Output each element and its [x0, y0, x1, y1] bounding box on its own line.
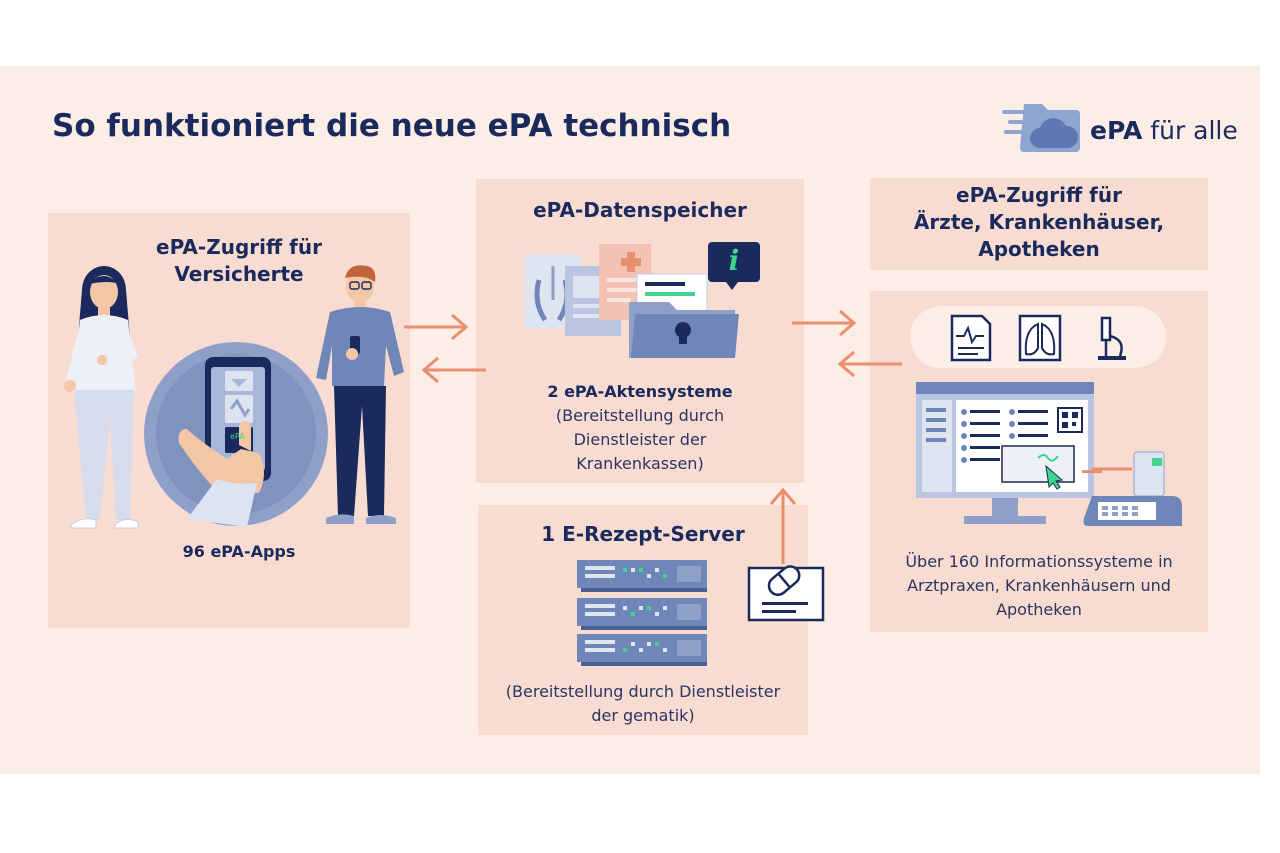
storage-caption-bold: 2 ePA-Aktensysteme [547, 382, 733, 401]
storage-caption-line3: Krankenkassen) [576, 454, 704, 473]
providers-caption-line3: Apotheken [996, 600, 1082, 619]
arrow-right-storage-to-providers-icon [792, 309, 857, 337]
info-glyph: i [728, 244, 740, 277]
page-title: So funktioniert die neue ePA technisch [52, 108, 732, 144]
erezept-caption: (Bereitstellung durch Dienstleister der … [478, 680, 808, 728]
erezept-caption-line2: der gematik) [591, 706, 695, 725]
providers-title-line1: ePA-Zugriff für [956, 183, 1122, 207]
prescription-icon [747, 565, 825, 622]
arrow-up-erezept-to-storage-icon [769, 487, 797, 564]
providers-caption: Über 160 Informationssysteme in Arztprax… [870, 550, 1208, 622]
storage-caption-line2: Dienstleister der [573, 430, 707, 449]
storage-title: ePA-Datenspeicher [533, 198, 747, 222]
microscope-icon [1098, 316, 1126, 360]
arrow-left-providers-to-storage-icon [837, 350, 902, 378]
erezept-caption-line1: (Bereitstellung durch Dienstleister [505, 682, 781, 701]
arrow-left-storage-to-insured-icon [421, 356, 486, 384]
computer-monitor-icon [916, 382, 1094, 524]
insured-title-line2: Versicherte [174, 262, 304, 286]
lungs-xray-icon [1018, 314, 1062, 362]
logo-brand: ePA [1090, 116, 1143, 145]
card-terminal-icon [1082, 451, 1182, 526]
info-icon [708, 242, 760, 290]
erezept-title: 1 E-Rezept-Server [541, 522, 745, 546]
panel-providers-header [870, 178, 1208, 270]
documents-folder-icon [525, 244, 739, 358]
man-figure-icon [316, 265, 404, 524]
providers-caption-line1: Über 160 Informationssysteme in [905, 552, 1173, 571]
storage-caption-line1: (Bereitstellung durch [555, 406, 725, 425]
phone-app-illustration [144, 342, 328, 527]
server-rack-icon [577, 560, 707, 666]
insured-title: ePA-Zugriff für Versicherte [48, 234, 430, 288]
logo-suffix: für alle [1150, 116, 1238, 145]
providers-title-line3: Apotheken [978, 237, 1100, 261]
insured-title-line1: ePA-Zugriff für [156, 235, 322, 259]
woman-figure-icon [64, 266, 139, 529]
providers-title: ePA-Zugriff für Ärzte, Krankenhäuser, Ap… [870, 182, 1208, 263]
epa-logo-icon [1002, 104, 1080, 152]
insured-caption: 96 ePA-Apps [182, 542, 296, 561]
arrow-right-insured-to-storage-icon [404, 313, 469, 341]
connector-line-monitor-terminal-icon [1092, 467, 1132, 471]
storage-caption: 2 ePA-Aktensysteme (Bereitstellung durch… [476, 380, 804, 476]
phone-epa-label: ePA [230, 432, 245, 441]
providers-title-line2: Ärzte, Krankenhäuser, [913, 210, 1165, 234]
ecg-report-icon [950, 314, 992, 362]
providers-caption-line2: Arztpraxen, Krankenhäusern und [907, 576, 1171, 595]
medical-icons-bar [910, 306, 1166, 368]
logo-wordmark: ePA für alle [1090, 116, 1238, 145]
